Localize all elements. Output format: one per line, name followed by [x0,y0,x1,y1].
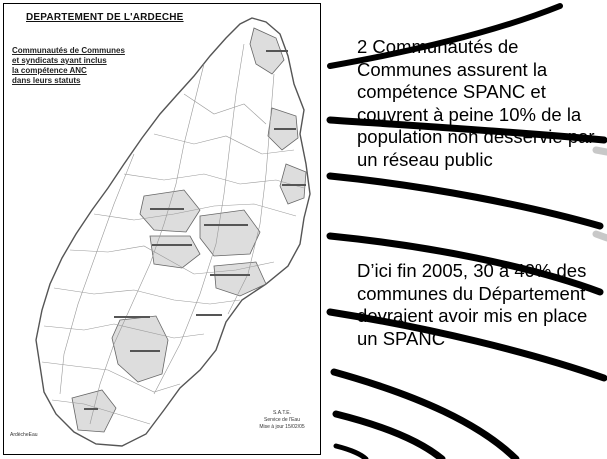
map-credit: S.A.T.E. Service de l'Eau Mise à jour 15… [252,410,312,431]
place-label-marks [84,50,306,410]
highlighted-area-center-2 [199,209,261,257]
logo-text: ArdècheEau [10,432,38,438]
department-outline [35,17,311,447]
map-title: DEPARTEMENT DE L'ARDECHE [26,12,184,23]
map-legend: Communautés de Communes et syndicats aya… [12,46,202,86]
highlighted-area-south-1 [111,315,169,383]
text-block-2005-forecast: D’ici fin 2005, 30 à 40% des communes du… [357,260,588,349]
swoosh-5 [330,368,520,459]
swoosh-shadow-2 [592,230,607,242]
highlighted-area-south-2 [71,389,117,433]
legend-line: Communautés de Communes [12,46,125,55]
credit-line: S.A.T.E. [272,410,292,416]
legend-line: la compétence ANC [12,66,87,75]
credit-line: Service de l'Eau [264,417,300,423]
department-map [35,17,311,447]
map-logo: ArdècheEau [10,432,38,438]
swoosh-6 [332,410,446,459]
swoosh-2 [326,172,604,230]
swoosh-7 [333,443,369,459]
commune-boundaries [41,43,305,425]
text-block-spanc-coverage: 2 Communautés de Communes assurent la co… [357,36,595,170]
ardeche-map-image: DEPARTEMENT DE L'ARDECHE Communautés de … [3,3,321,455]
legend-line: et syndicats ayant inclus [12,56,107,65]
highlighted-area-center-1 [139,189,201,233]
highlighted-area-east-3 [213,261,267,297]
credit-line: Mise à jour 15/02/05 [259,424,305,430]
legend-line: dans leurs statuts [12,76,81,85]
